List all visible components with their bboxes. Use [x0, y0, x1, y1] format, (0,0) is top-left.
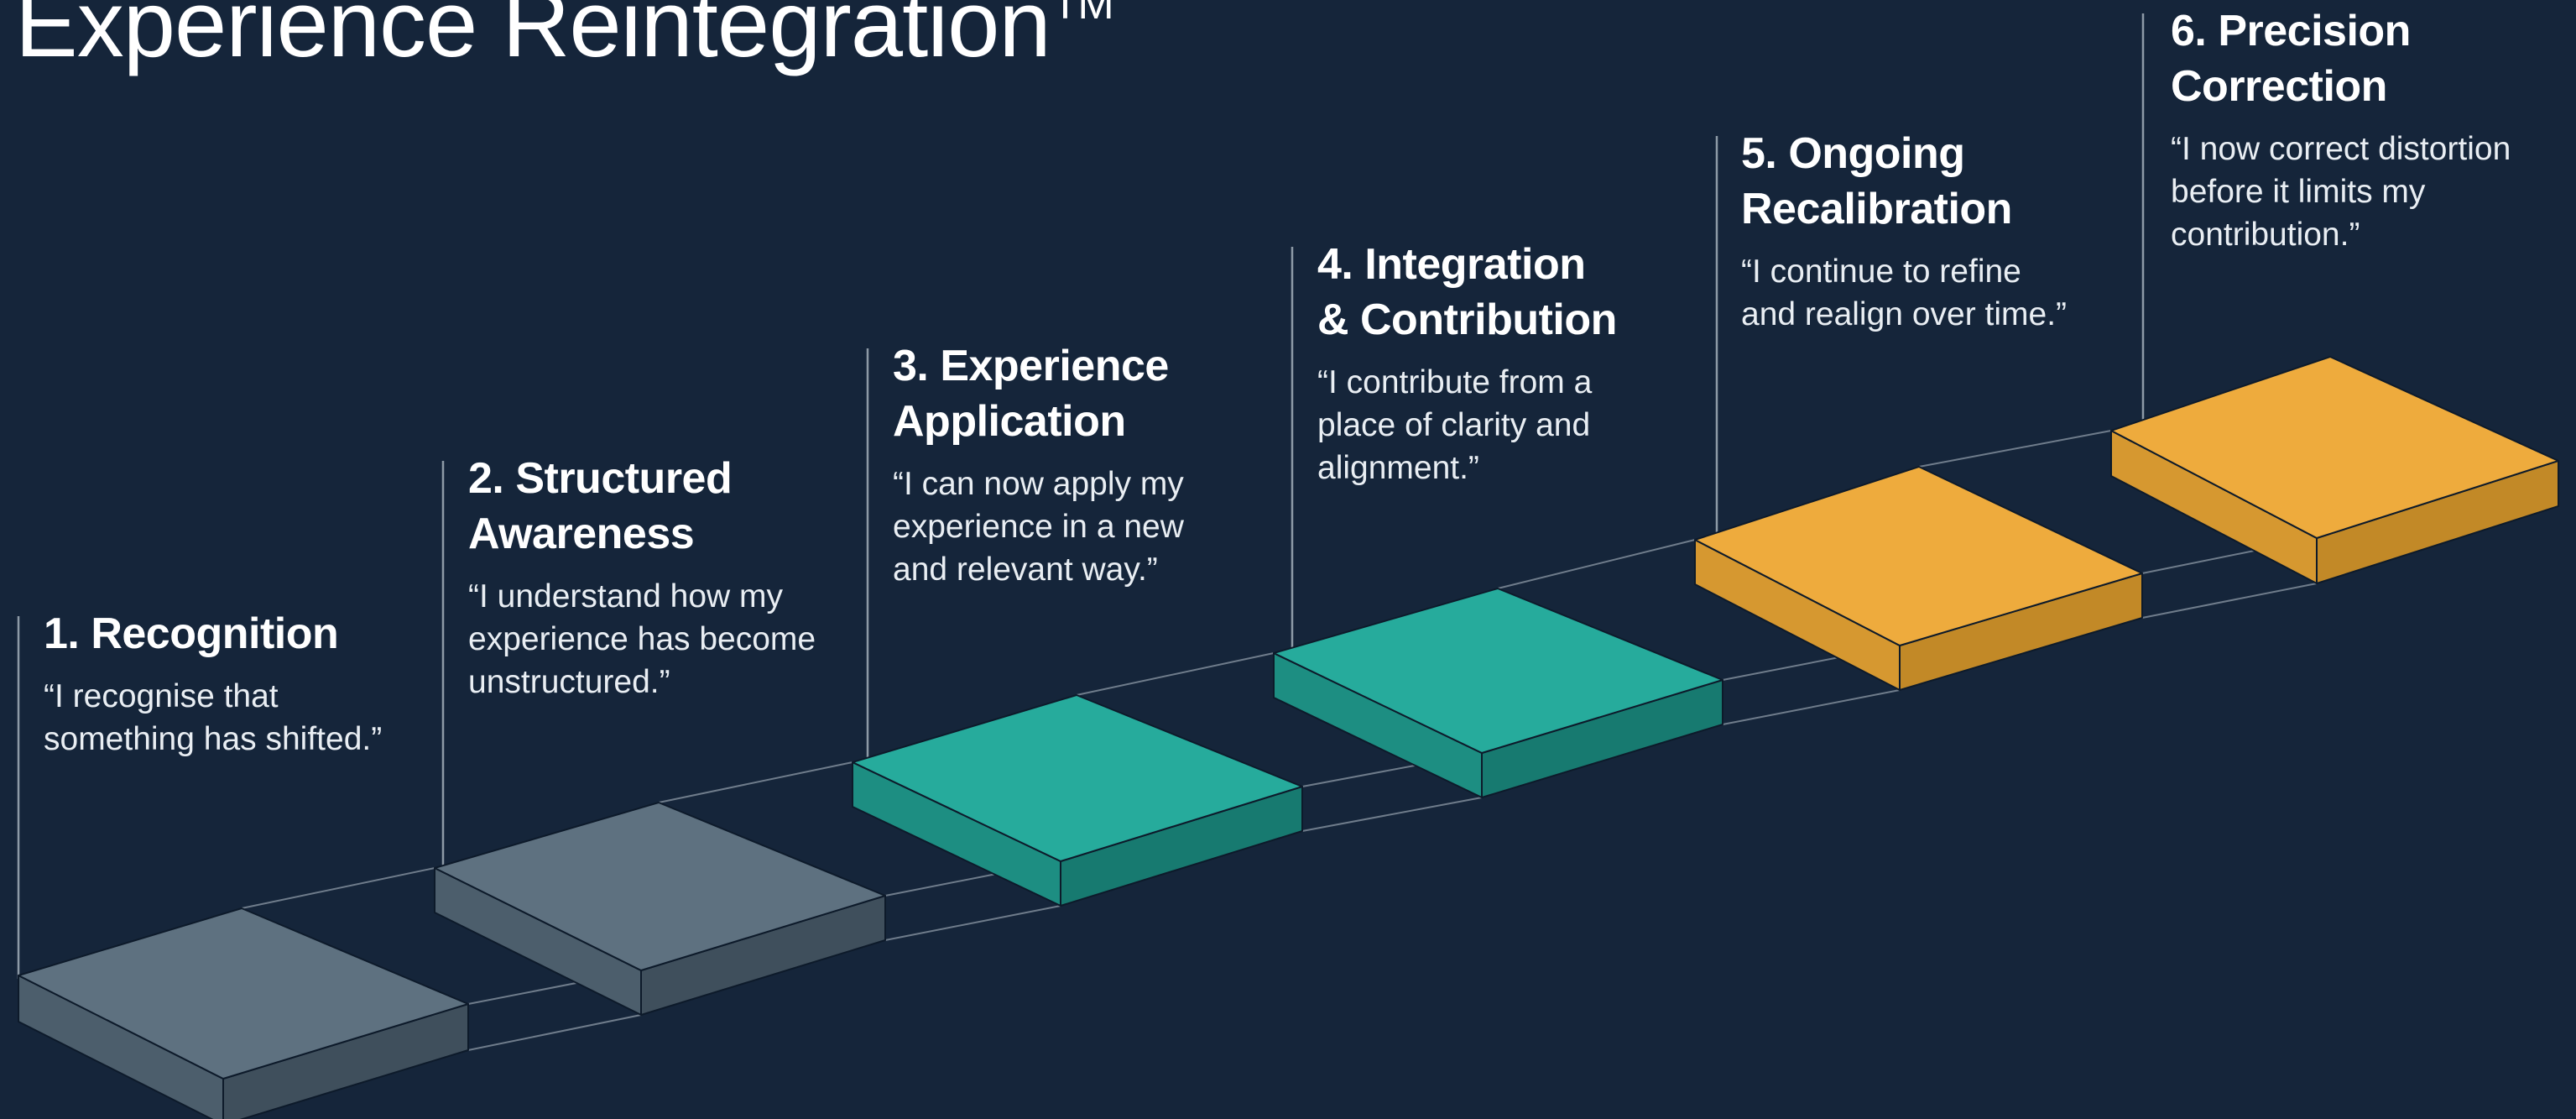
stage-heading-line: 2. Structured: [468, 454, 733, 503]
connector-line-2-3: [884, 905, 1061, 941]
stage-quote-line: “I can now apply my: [893, 466, 1184, 502]
stage-quote-line: alignment.”: [1317, 450, 1479, 486]
stage-quote-line: “I recognise that: [44, 678, 279, 714]
block-top-face-6: [2110, 356, 2559, 539]
stage-quote-line: contribution.”: [2171, 217, 2360, 253]
stage-quote-line: experience has become: [468, 621, 816, 657]
stage-quote-line: and realign over time.”: [1741, 296, 2068, 332]
stage-heading-line: 3. Experience: [893, 342, 1169, 390]
stage-block-1: [18, 907, 469, 1119]
diagram-title: Experience ReintegrationTM: [15, 0, 1114, 81]
connector-line-5-1: [1918, 430, 2112, 468]
connector-line-4-3: [1722, 689, 1901, 725]
connector-line-5-3: [2141, 583, 2318, 619]
stage-quote-3: “I can now apply my experience in a new an…: [893, 463, 1184, 591]
stage-heading-line: Awareness: [468, 510, 695, 558]
stage-quote-line: unstructured.”: [468, 664, 670, 700]
stage-heading-line: & Contribution: [1317, 295, 1617, 344]
stage-heading-line: 5. Ongoing: [1741, 129, 1965, 178]
connector-line-1-1: [241, 867, 435, 909]
block-top-face-4: [1273, 588, 1723, 754]
stage-heading-4: 4. Integration & Contribution: [1317, 237, 1617, 348]
stage-block-4: [1273, 588, 1723, 798]
stage-quote-line: “I continue to refine: [1741, 254, 2021, 290]
stage-quote-line: before it limits my: [2171, 174, 2426, 210]
connector-line-3-3: [1301, 797, 1483, 832]
stage-heading-line: Application: [893, 397, 1126, 446]
connector-line-3-1: [1076, 652, 1275, 696]
stage-quote-line: place of clarity and: [1317, 407, 1591, 443]
stage-heading-line: 6. Precision: [2171, 7, 2411, 55]
connector-line-1-3: [467, 1014, 642, 1051]
guide-lines: [17, 13, 2145, 979]
stage-block-3: [852, 694, 1303, 907]
stage-quote-line: something has shifted.”: [44, 721, 383, 757]
block-top-face-5: [1694, 466, 2143, 646]
title-text: Experience Reintegration: [15, 0, 1051, 76]
stage-quote-line: experience in a new: [893, 509, 1184, 545]
stage-block-6: [2110, 356, 2559, 584]
stage-quote-1: “I recognise that something has shifted.”: [44, 675, 382, 761]
stage-quote-line: and relevant way.”: [893, 552, 1158, 588]
stage-heading-1: 1. Recognition: [44, 606, 382, 661]
stage-heading-line: Recalibration: [1741, 185, 2012, 233]
stage-quote-5: “I continue to refine and realign over ti…: [1741, 250, 2067, 336]
stage-quote-line: “I contribute from a: [1317, 364, 1593, 400]
connector-line-4-1: [1497, 539, 1696, 589]
block-top-face-2: [434, 802, 886, 971]
stage-heading-line: Correction: [2171, 62, 2387, 111]
stage-heading-line: 4. Integration: [1317, 240, 1586, 289]
stage-quote-6: “I now correct distortion before it limit…: [2171, 128, 2511, 256]
stage-label-1: 1. Recognition “I recognise that something…: [44, 606, 382, 761]
block-top-face-3: [852, 694, 1303, 862]
stage-blocks: [18, 356, 2559, 1119]
stage-quote-4: “I contribute from a place of clarity and…: [1317, 361, 1617, 489]
stage-quote-line: “I understand how my: [468, 578, 784, 614]
trademark-symbol: TM: [1051, 0, 1114, 29]
stage-block-5: [1694, 466, 2143, 691]
stage-quote-line: “I now correct distortion: [2171, 131, 2511, 167]
stage-quote-2: “I understand how my experience has becom…: [468, 575, 816, 703]
connector-line-2-1: [658, 761, 853, 803]
stage-block-2: [434, 802, 886, 1016]
block-top-face-1: [18, 907, 469, 1080]
stage-heading-line: 1. Recognition: [44, 609, 339, 658]
stage-label-4: 4. Integration & Contribution “I contribut…: [1317, 237, 1617, 489]
